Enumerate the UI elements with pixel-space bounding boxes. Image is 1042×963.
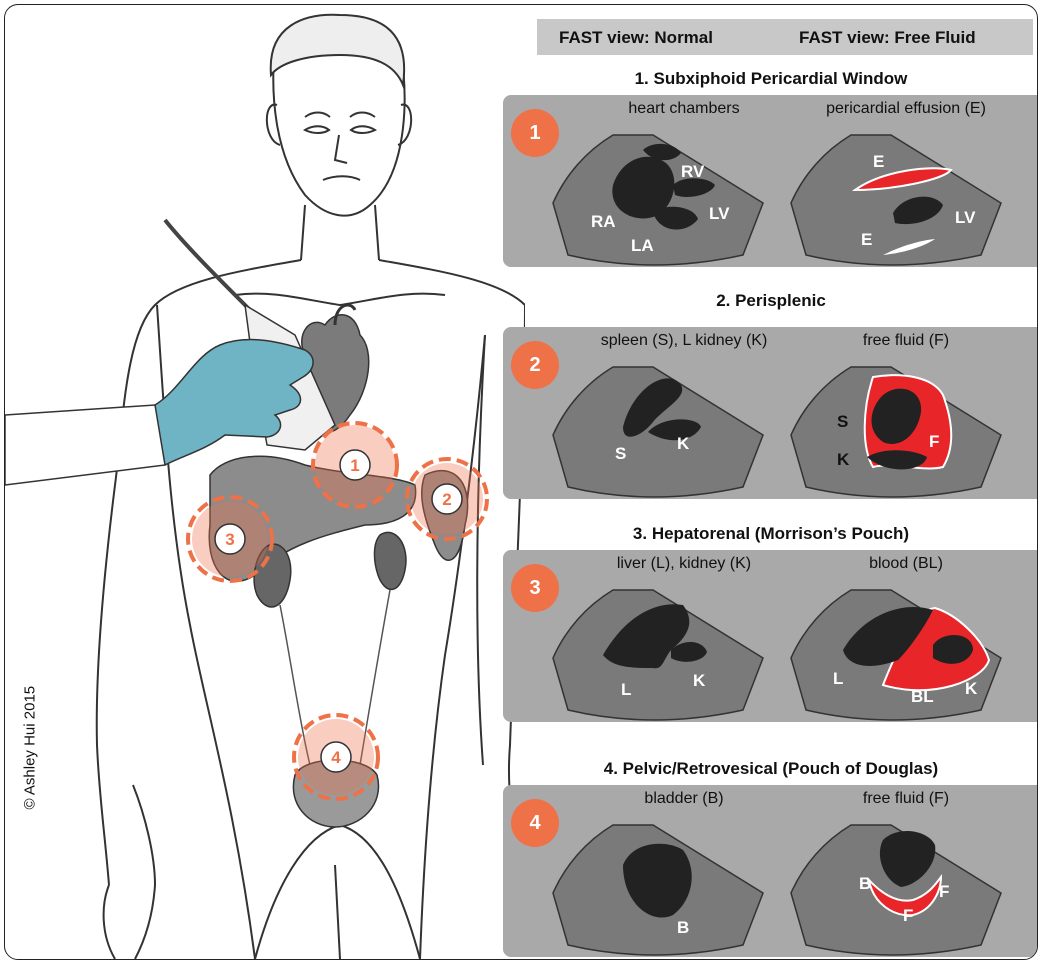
section-3-scans: L K L BL K — [503, 550, 1037, 722]
section-1-scans: RV RA LV LA E LV E — [503, 95, 1037, 267]
fast-marker-2: 2 — [407, 459, 487, 539]
fast-marker-1-label: 1 — [350, 456, 359, 475]
label-l: L — [621, 680, 631, 699]
label-f1: F — [903, 906, 913, 925]
section-4-scans: B B F F — [503, 785, 1037, 957]
label-lv-fluid: LV — [955, 208, 976, 227]
label-b-fluid: B — [859, 874, 871, 893]
figure-frame: 1 2 3 4 © Ashley Hui 2015 — [4, 4, 1038, 960]
label-ra: RA — [591, 212, 616, 231]
label-l3-fluid: L — [833, 669, 843, 688]
label-e-bottom: E — [861, 230, 872, 249]
column-header: FAST view: Normal FAST view: Free Fluid — [537, 19, 1033, 55]
section-3-panel: 3 liver (L), kidney (K) blood (BL) L K L… — [503, 550, 1037, 722]
section-2-panel: 2 spleen (S), L kidney (K) free fluid (F… — [503, 327, 1037, 499]
label-k3: K — [693, 671, 706, 690]
fast-marker-3-label: 3 — [225, 530, 234, 549]
copyright: © Ashley Hui 2015 — [22, 690, 39, 810]
section-3-title: 3. Hepatorenal (Morrison’s Pouch) — [511, 524, 1031, 544]
label-s: S — [615, 444, 626, 463]
label-s-fluid: S — [837, 412, 848, 431]
section-1-title: 1. Subxiphoid Pericardial Window — [511, 69, 1031, 89]
label-f2: F — [939, 882, 949, 901]
section-4-panel: 4 bladder (B) free fluid (F) B B F F — [503, 785, 1037, 957]
scan-fan — [791, 135, 1001, 265]
section-2-scans: S K S F K — [503, 327, 1037, 499]
label-e-top: E — [873, 152, 884, 171]
body-illustration: 1 2 3 4 — [5, 5, 525, 959]
header-normal: FAST view: Normal — [559, 28, 713, 48]
probe-and-hand — [5, 220, 335, 485]
label-k: K — [677, 434, 690, 453]
label-lv: LV — [709, 204, 730, 223]
section-2-title: 2. Perisplenic — [511, 291, 1031, 311]
label-la: LA — [631, 236, 654, 255]
label-k3-fluid: K — [965, 679, 978, 698]
label-f: F — [929, 432, 939, 451]
header-free-fluid: FAST view: Free Fluid — [799, 28, 976, 48]
label-k-fluid: K — [837, 450, 850, 469]
left-kidney — [374, 532, 406, 589]
label-bl: BL — [911, 687, 934, 706]
section-1-panel: 1 heart chambers pericardial effusion (E… — [503, 95, 1037, 267]
section-4-title: 4. Pelvic/Retrovesical (Pouch of Douglas… — [511, 759, 1031, 779]
fast-marker-2-label: 2 — [442, 490, 451, 509]
fast-marker-4-label: 4 — [331, 748, 341, 767]
label-rv: RV — [681, 162, 705, 181]
label-b: B — [677, 918, 689, 937]
